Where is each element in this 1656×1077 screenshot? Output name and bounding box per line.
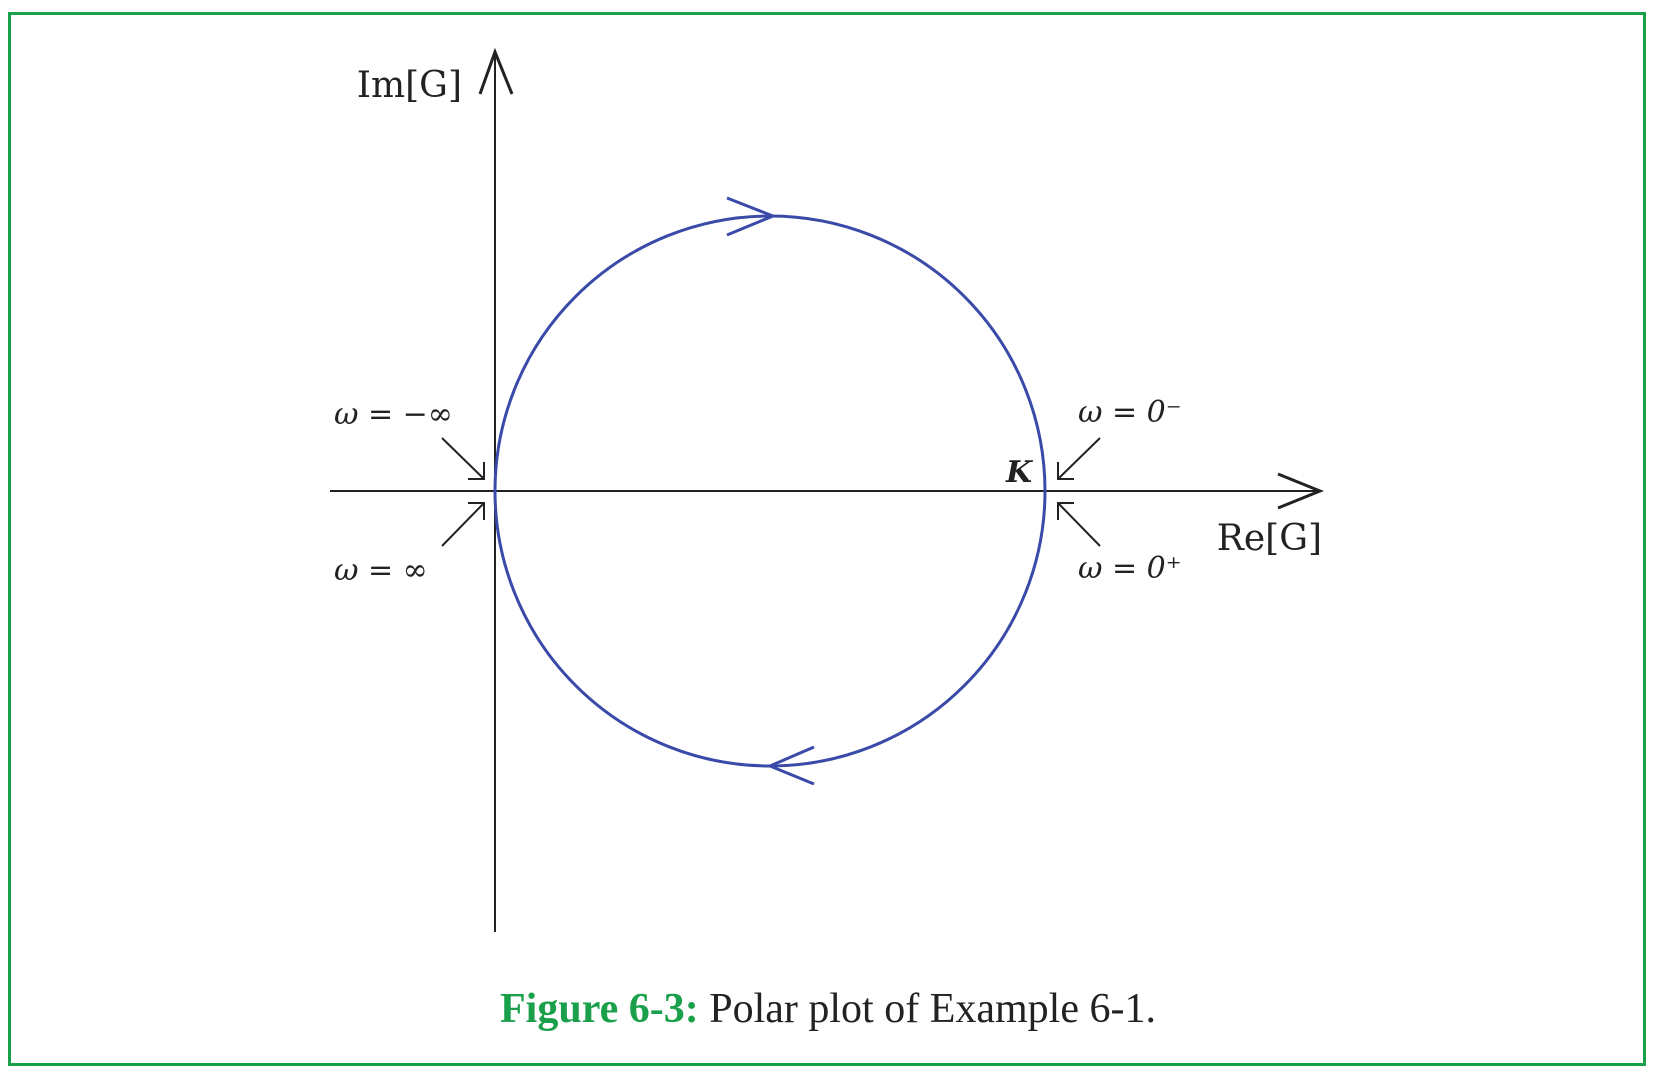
label-w-pos-inf: ω = ∞ — [334, 553, 428, 588]
imaginary-axis-label: Im[G] — [357, 65, 462, 106]
imaginary-axis-arrowhead — [478, 47, 514, 95]
label-w-neg-inf: ω = −∞ — [334, 397, 453, 432]
arrow-w-neg-inf — [441, 437, 485, 480]
figure-frame — [8, 12, 1646, 1066]
label-k: K — [1005, 455, 1034, 490]
arrow-w-0-minus — [1057, 437, 1101, 480]
arrow-w-0-plus — [1057, 502, 1101, 547]
direction-arrow-top — [726, 196, 778, 237]
label-w-0-minus: ω = 0⁻ — [1078, 395, 1182, 430]
caption-text: Polar plot of Example 6-1. — [709, 986, 1156, 1032]
real-axis-label: Re[G] — [1217, 518, 1322, 559]
caption-figure-number: Figure 6-3: — [500, 986, 699, 1032]
real-axis-arrowhead — [1277, 472, 1324, 510]
arrow-w-pos-inf — [441, 502, 485, 547]
figure-caption: Figure 6-3: Polar plot of Example 6-1. — [0, 985, 1656, 1033]
direction-arrow-bottom — [766, 745, 815, 786]
label-w-0-plus: ω = 0⁺ — [1078, 551, 1182, 586]
